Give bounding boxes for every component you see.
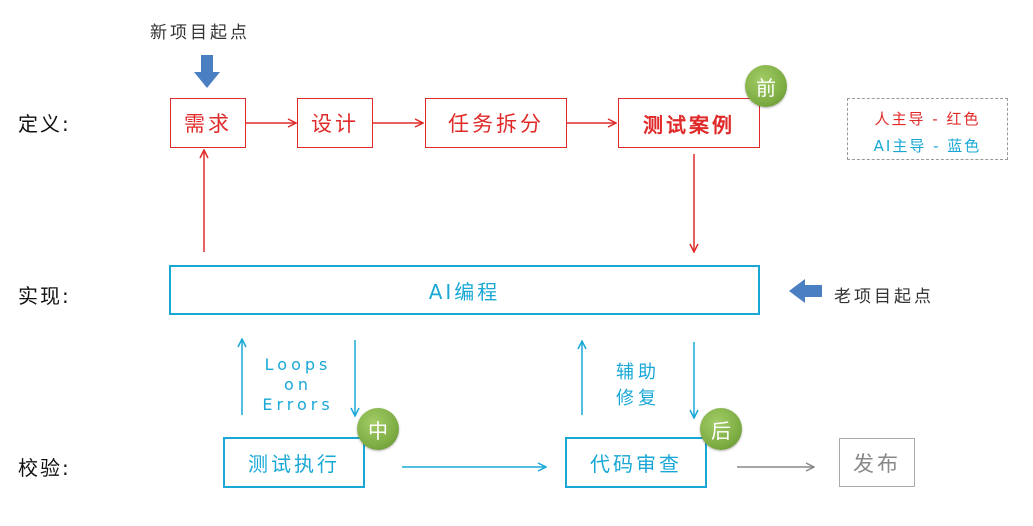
test-cases-box: 测试案例 — [618, 98, 760, 148]
badge-after: 后 — [700, 408, 742, 450]
old-project-start-label: 老项目起点 — [834, 287, 934, 307]
old-start-arrow-icon — [789, 279, 822, 303]
loops-on-errors-note: Loops on Errors — [258, 355, 338, 415]
ai-coding-box: AI编程 — [169, 265, 760, 315]
legend-ai-led: AI主导 - 蓝色 — [873, 137, 982, 155]
row-label-implement: 实现: — [18, 284, 71, 308]
task-split-box: 任务拆分 — [425, 98, 567, 148]
legend-box: 人主导 - 红色 AI主导 - 蓝色 — [847, 98, 1008, 160]
code-review-box: 代码审查 — [565, 437, 707, 488]
assist-line-1: 辅助 — [616, 362, 660, 383]
requirements-box: 需求 — [170, 98, 246, 148]
new-start-arrow-icon — [194, 55, 220, 88]
release-box: 发布 — [839, 438, 915, 487]
row-label-define: 定义: — [18, 112, 71, 136]
loops-line-2: on — [284, 375, 312, 394]
new-project-start-label: 新项目起点 — [150, 23, 250, 43]
assist-fix-note: 辅助 修复 — [600, 360, 676, 412]
legend-human-led: 人主导 - 红色 — [874, 110, 981, 128]
loops-line-1: Loops — [264, 355, 332, 374]
row-label-verify: 校验: — [18, 456, 71, 480]
assist-line-2: 修复 — [616, 388, 660, 409]
design-box: 设计 — [297, 98, 373, 148]
test-execution-box: 测试执行 — [223, 437, 365, 488]
badge-middle: 中 — [357, 408, 399, 450]
badge-before: 前 — [745, 65, 787, 107]
loops-line-3: Errors — [262, 395, 334, 414]
